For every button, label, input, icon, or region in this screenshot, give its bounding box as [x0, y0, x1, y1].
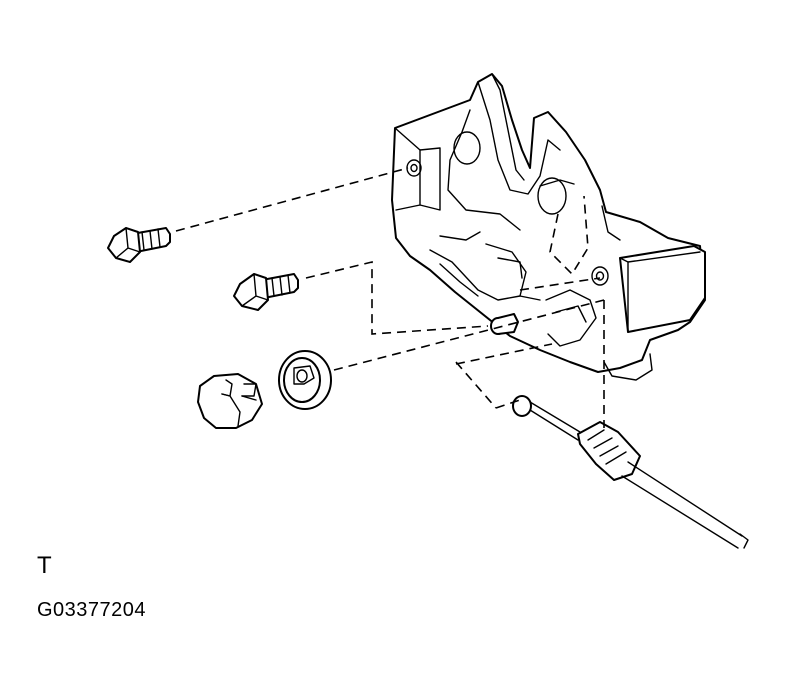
lock-cap — [197, 373, 263, 429]
lock-housing — [391, 73, 706, 373]
bolt-middle — [233, 273, 299, 311]
figure-id: G03377204 — [37, 599, 147, 621]
bolt-upper — [107, 227, 171, 263]
view-label: T — [37, 552, 52, 579]
hood-lock-assembly — [391, 73, 706, 381]
hood-release-cable — [512, 395, 749, 549]
assembly-guide-lines — [175, 167, 605, 428]
lock-grommet — [278, 350, 332, 410]
